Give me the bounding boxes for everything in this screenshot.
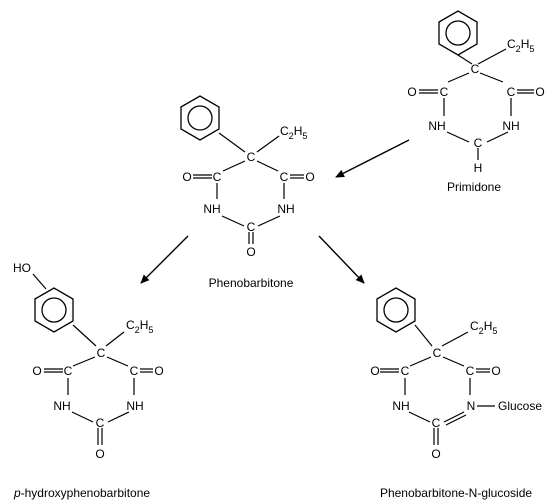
atom-o: O [246, 245, 255, 259]
atom-c: C [471, 62, 480, 76]
caption-hydroxyphenobarbitone: p-hydroxyphenobarbitone [13, 486, 150, 500]
atom-o: O [407, 85, 416, 99]
atom-c: C [247, 220, 256, 234]
atom-o: O [182, 170, 191, 184]
ethyl-group: C2H5 [470, 319, 497, 336]
atom-o: O [305, 170, 314, 184]
benzene-ring [180, 95, 220, 141]
atom-c: C [466, 364, 475, 378]
atom-c: C [440, 85, 449, 99]
atom-c: C [96, 416, 105, 430]
atom-h: H [474, 161, 483, 175]
phenobarbitone-structure: C C2H5 O C C O NH NH C O [180, 95, 315, 259]
arrow-primidone-to-phenobarbitone [335, 139, 410, 178]
atom-nh: NH [203, 202, 220, 216]
aromatic-circle [187, 105, 213, 131]
atom-nh: NH [502, 119, 519, 133]
atom-nh: NH [428, 119, 445, 133]
atom-nh: NH [277, 202, 294, 216]
hydroxyphenobarbitone-structure: HO C C2H5 O C C O NH NH C O [13, 261, 164, 461]
atom-c: C [474, 136, 483, 150]
atom-c: C [64, 364, 73, 378]
arrow-phenobarbitone-to-hydroxy [140, 235, 189, 284]
atom-n: N [467, 399, 476, 413]
ethyl-group: C2H5 [507, 37, 534, 54]
atom-c: C [130, 364, 139, 378]
aromatic-circle [41, 297, 67, 323]
benzene-ring [376, 287, 416, 333]
atom-o: O [370, 364, 379, 378]
atom-c: C [433, 346, 442, 360]
atom-c: C [97, 346, 106, 360]
caption-primidone: Primidone [447, 180, 501, 194]
atom-c: C [432, 416, 441, 430]
glucose-group: Glucose [498, 399, 542, 413]
primidone-structure: C C2H5 O C C O NH NH C H [407, 10, 545, 175]
caption-glucoside: Phenobarbitone-N-glucoside [380, 486, 532, 500]
atom-c: C [247, 150, 256, 164]
atom-o: O [491, 364, 500, 378]
caption-phenobarbitone: Phenobarbitone [209, 276, 294, 290]
glucoside-structure: C C2H5 O C C O NH N Glucose C O [370, 287, 542, 461]
hydroxyl-group: HO [13, 261, 31, 275]
atom-nh: NH [53, 399, 70, 413]
atom-c: C [213, 170, 222, 184]
atom-c: C [507, 85, 516, 99]
atom-o: O [95, 447, 104, 461]
benzene-ring [438, 10, 478, 56]
atom-c: C [401, 364, 410, 378]
atom-o: O [154, 364, 163, 378]
atom-c: C [280, 170, 289, 184]
aromatic-circle [445, 20, 471, 46]
ethyl-group: C2H5 [280, 124, 307, 141]
arrow-phenobarbitone-to-glucoside [318, 235, 365, 284]
atom-nh: NH [126, 399, 143, 413]
atom-o: O [535, 85, 544, 99]
aromatic-circle [383, 297, 409, 323]
atom-o: O [431, 447, 440, 461]
atom-nh: NH [392, 399, 409, 413]
ethyl-group: C2H5 [126, 318, 153, 335]
benzene-ring [34, 287, 74, 333]
atom-o: O [32, 364, 41, 378]
